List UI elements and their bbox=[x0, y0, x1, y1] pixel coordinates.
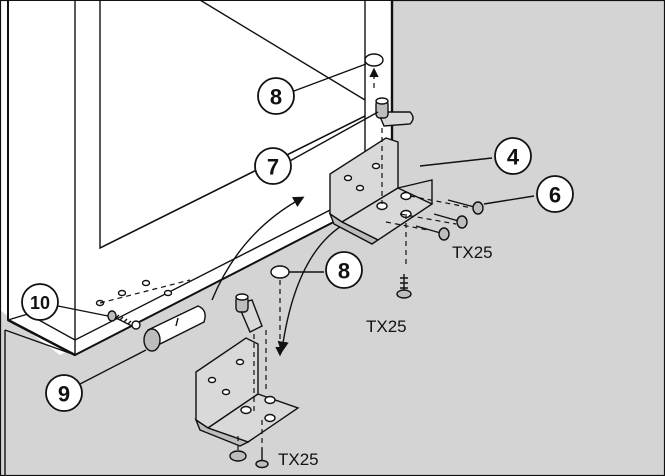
part-4-hinge-bracket-top bbox=[328, 137, 434, 245]
callout-8-bottom: 8 bbox=[289, 251, 363, 289]
part-8-cap-bottom bbox=[270, 265, 290, 279]
svg-text:6: 6 bbox=[549, 183, 561, 208]
callout-8-top: 8 bbox=[257, 63, 367, 115]
part-9-cover-cap bbox=[143, 305, 206, 352]
svg-text:8: 8 bbox=[338, 259, 350, 284]
callout-9: 9 bbox=[45, 349, 147, 412]
tx25-label-right: TX25 bbox=[452, 243, 493, 262]
part-7-hinge-pin-top bbox=[375, 97, 414, 127]
svg-text:9: 9 bbox=[58, 382, 70, 407]
callout-4: 4 bbox=[419, 137, 532, 175]
move-arrow-down bbox=[277, 221, 349, 353]
tx25-label-bottom: TX25 bbox=[278, 450, 319, 469]
part-8-cap-top bbox=[364, 53, 384, 67]
svg-text:8: 8 bbox=[270, 85, 282, 110]
door-bottom-holes bbox=[95, 279, 191, 307]
svg-text:4: 4 bbox=[507, 145, 520, 170]
svg-text:10: 10 bbox=[30, 293, 50, 313]
move-arrow-up bbox=[211, 196, 305, 301]
bracket-screws-right bbox=[385, 195, 484, 241]
callout-7: 7 bbox=[254, 111, 379, 185]
lower-bracket-screws bbox=[229, 420, 269, 469]
part-7-hinge-pin-bottom bbox=[235, 293, 263, 333]
bracket-screw-bottom bbox=[396, 274, 412, 299]
callout-10: 10 bbox=[21, 283, 109, 321]
hinge-bracket-bottom bbox=[194, 337, 300, 447]
callout-6: 6 bbox=[483, 175, 574, 213]
part-10-screw bbox=[107, 310, 141, 330]
tx25-label-under-bracket: TX25 bbox=[366, 317, 407, 336]
svg-text:7: 7 bbox=[267, 155, 279, 180]
